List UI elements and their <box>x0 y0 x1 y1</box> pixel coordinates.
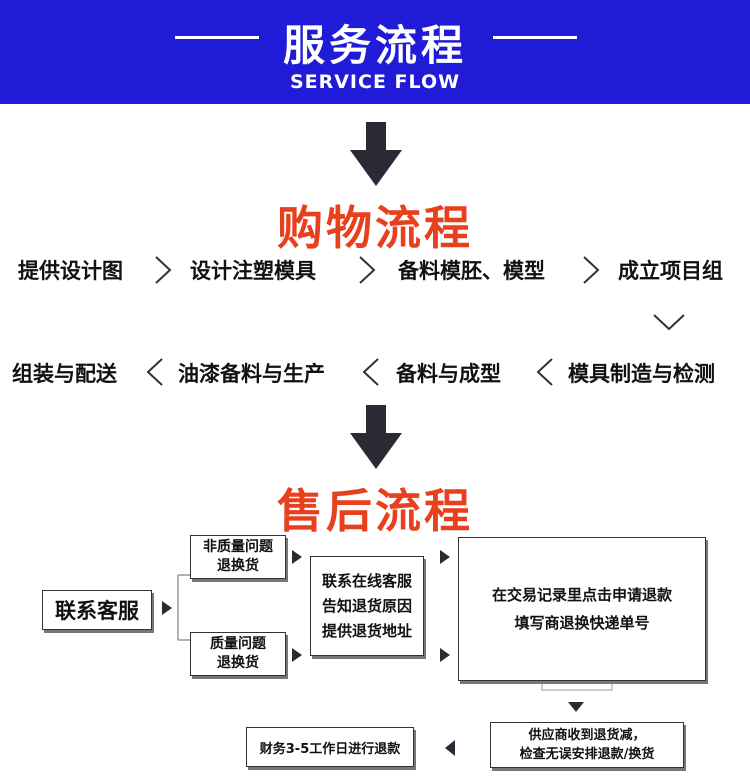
refund-request-box: 在交易记录里点击申请退款 填写商退换快递单号 <box>458 537 706 681</box>
non-quality-line1: 非质量问题 <box>203 539 273 555</box>
banner-right-line <box>493 36 577 39</box>
down-arrow-icon <box>350 405 402 469</box>
non-quality-box: 非质量问题 退换货 <box>190 535 286 579</box>
supplier-line2: 检查无误安排退款/换货 <box>519 747 655 762</box>
banner-title: 服务流程 <box>282 21 467 70</box>
chevron-left-icon <box>536 358 553 386</box>
banner-subtitle: SERVICE FLOW <box>289 71 461 93</box>
step-paint-production: 油漆备料与生产 <box>178 362 325 386</box>
chevron-down-icon <box>653 314 685 331</box>
contact-service-box: 联系客服 <box>42 590 152 630</box>
aftersale-flow-title: 售后流程 <box>277 484 473 538</box>
online-service-box: 联系在线客服 告知退货原因 提供退货地址 <box>310 556 424 656</box>
chevron-left-icon <box>362 358 379 386</box>
quality-line2: 退换货 <box>217 655 259 671</box>
supplier-box: 供应商收到退货减， 检查无误安排退款/换货 <box>490 722 684 768</box>
finance-refund-box: 财务3-5工作日进行退款 <box>246 727 414 767</box>
shopping-flow-title: 购物流程 <box>277 201 473 255</box>
supplier-line1: 供应商收到退货减， <box>528 728 646 743</box>
step-design-mold: 设计注塑模具 <box>190 259 316 283</box>
step-molding: 备料与成型 <box>396 362 501 386</box>
non-quality-line2: 退换货 <box>217 558 259 574</box>
chevron-right-icon <box>583 256 600 284</box>
header-banner <box>0 0 750 104</box>
chevron-left-icon <box>146 358 163 386</box>
online-line1: 联系在线客服 <box>321 571 412 590</box>
step-project-team: 成立项目组 <box>618 259 723 283</box>
step-prepare-materials: 备料模胚、模型 <box>398 259 545 283</box>
quality-box: 质量问题 退换货 <box>190 632 286 676</box>
refund-line1: 在交易记录里点击申请退款 <box>491 586 672 604</box>
quality-line1: 质量问题 <box>210 636 266 652</box>
step-assembly-delivery: 组装与配送 <box>12 362 117 386</box>
refund-line2: 填写商退换快递单号 <box>514 614 650 632</box>
step-mold-inspection: 模具制造与检测 <box>568 362 715 386</box>
chevron-right-icon <box>155 256 172 284</box>
chevron-right-icon <box>359 256 376 284</box>
online-line2: 告知退货原因 <box>321 596 412 615</box>
aftersale-connectors <box>162 550 613 756</box>
online-line3: 提供退货地址 <box>321 621 412 640</box>
down-arrow-icon <box>350 122 402 186</box>
banner-left-line <box>175 36 259 39</box>
step-provide-design: 提供设计图 <box>18 259 123 283</box>
